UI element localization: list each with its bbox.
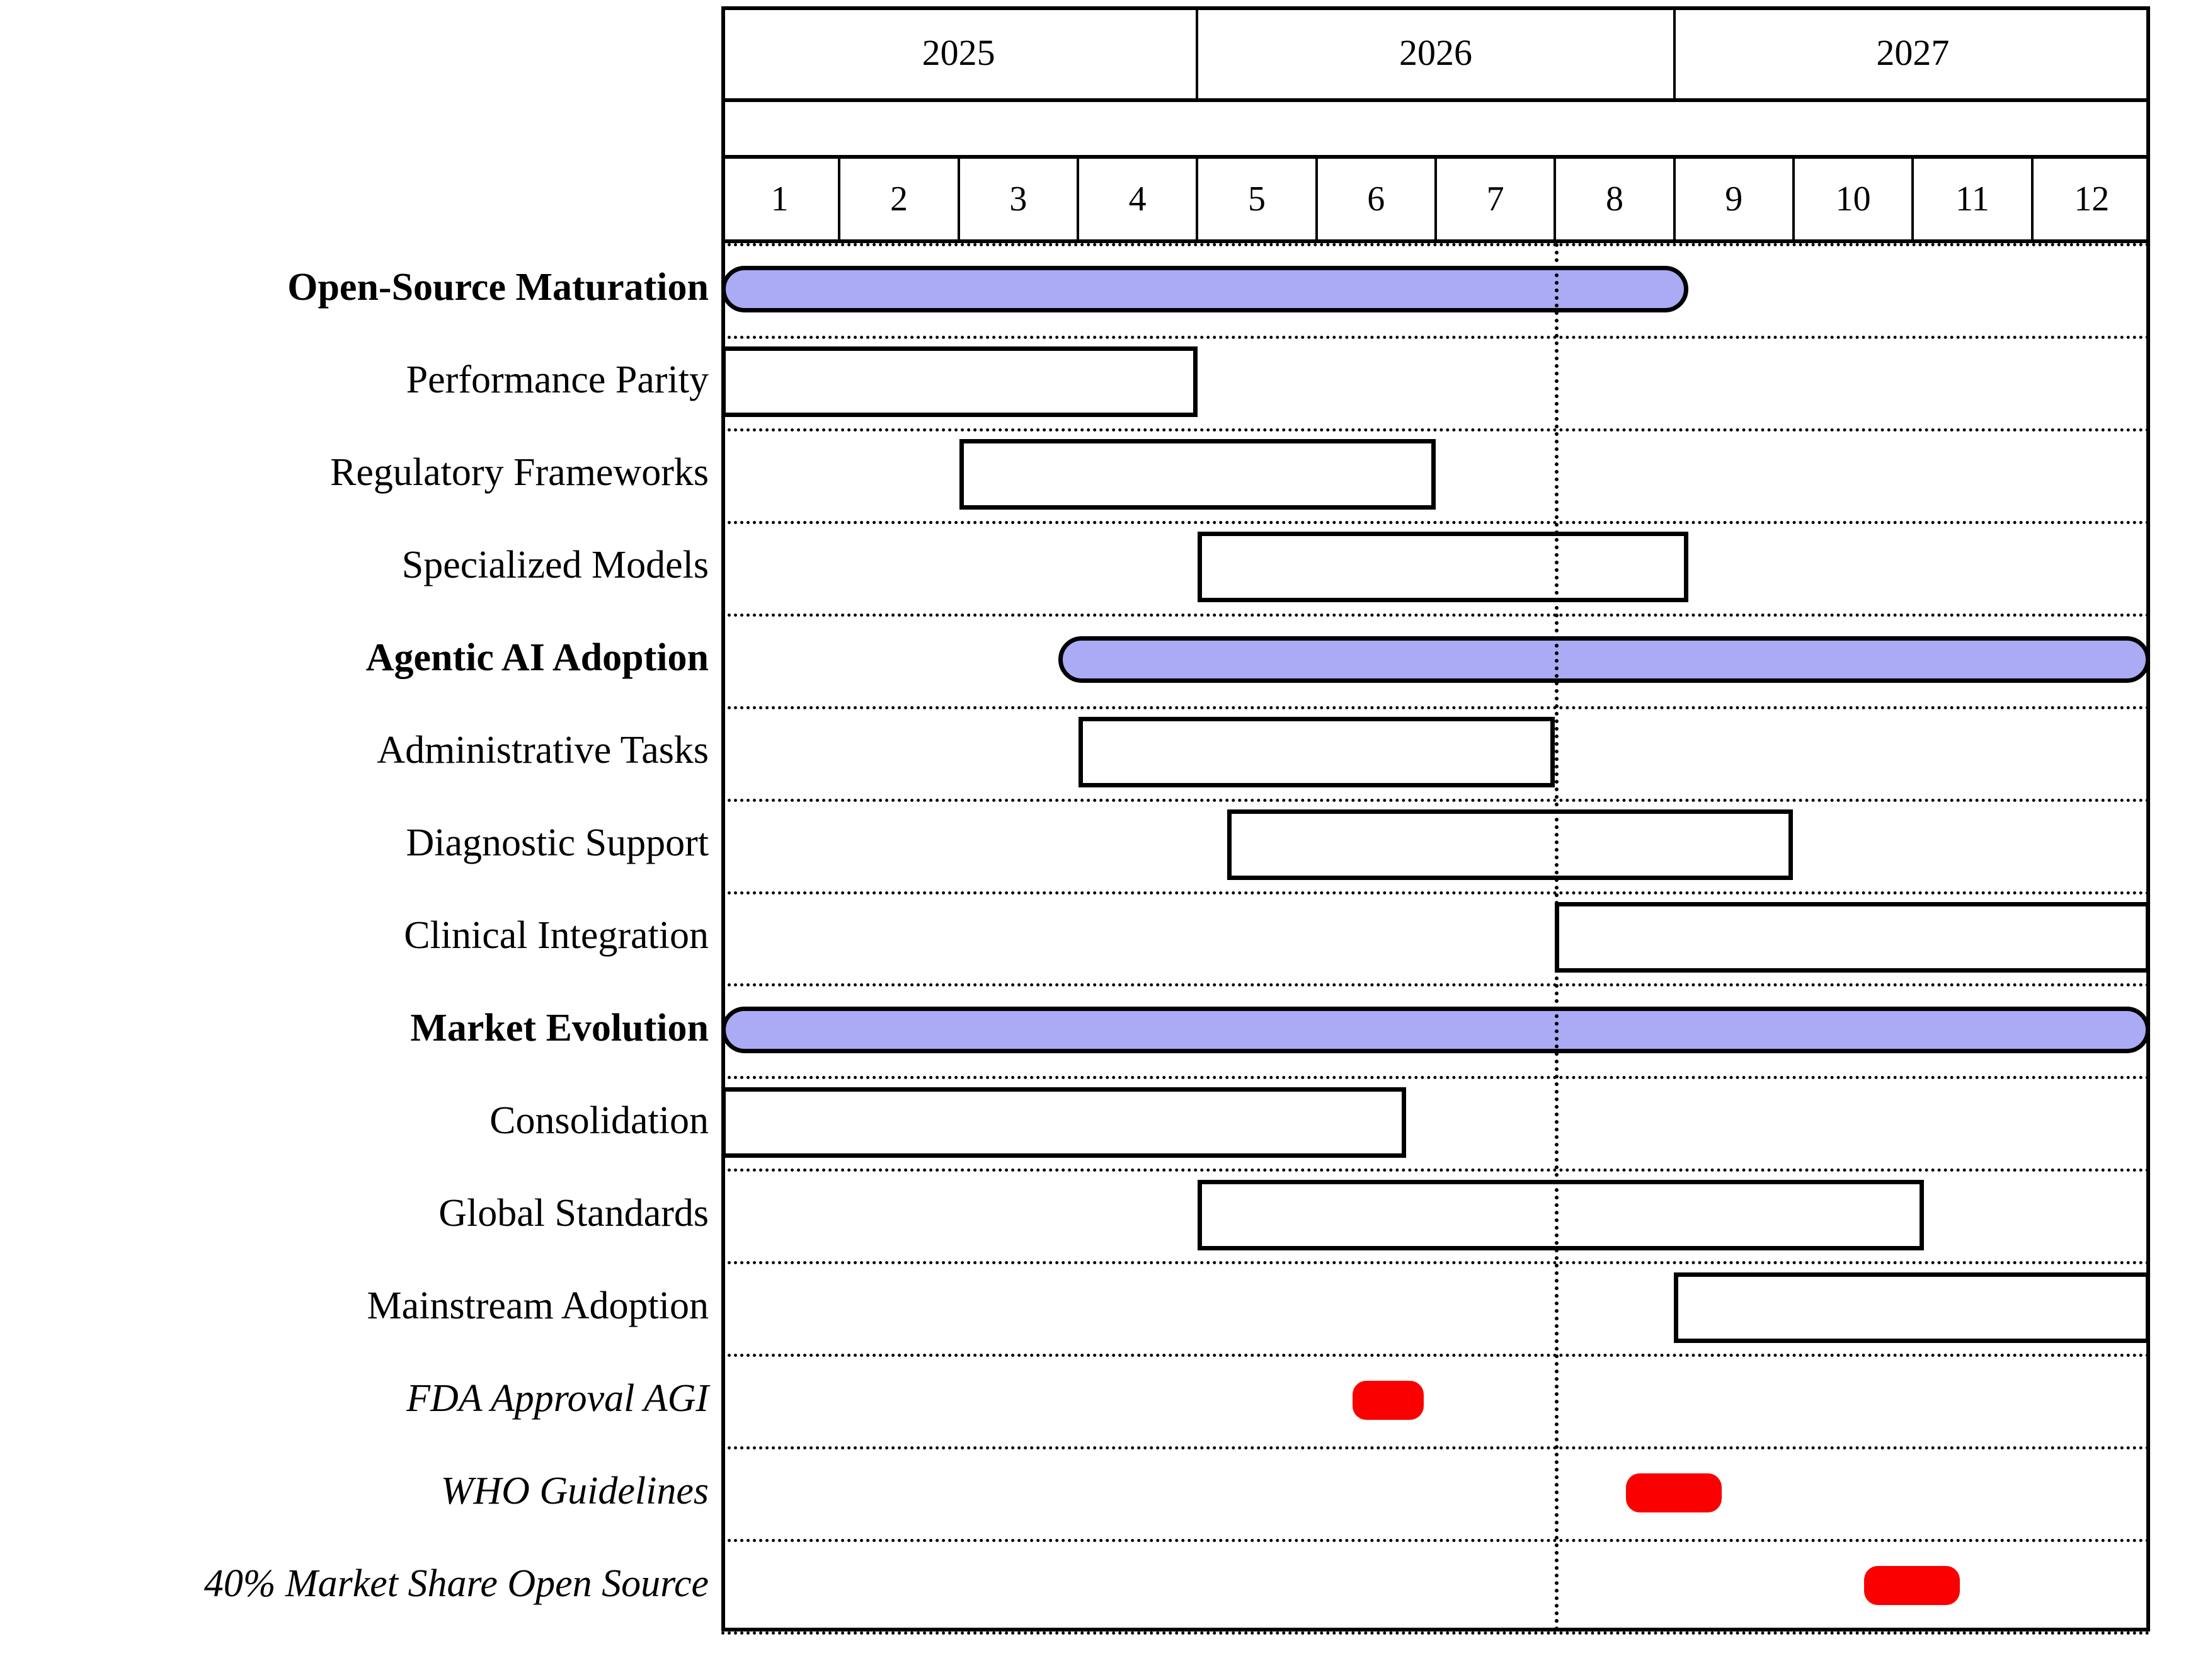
task-label-mainstream-adoption[interactable]: Mainstream Adoption xyxy=(367,1284,709,1327)
row-separator xyxy=(721,1261,2150,1265)
row-separator xyxy=(721,1446,2150,1450)
period-cell-12: 12 xyxy=(2074,180,2110,219)
task-label-regulatory-frameworks[interactable]: Regulatory Frameworks xyxy=(330,451,709,494)
task-label-agentic-ai-adoption[interactable]: Agentic AI Adoption xyxy=(365,636,709,680)
task-label-consolidation[interactable]: Consolidation xyxy=(489,1099,709,1142)
gantt-bar-regulatory-frameworks[interactable] xyxy=(959,439,1436,510)
gantt-bar-diagnostic-support[interactable] xyxy=(1227,809,1793,881)
year-cell-2025: 2025 xyxy=(721,6,1199,98)
row-separator xyxy=(721,1076,2150,1080)
row-separator xyxy=(721,706,2150,709)
gantt-bar-who-guidelines[interactable] xyxy=(1626,1473,1722,1512)
gantt-bar-global-standards[interactable] xyxy=(1198,1179,1924,1250)
task-label-market-evolution[interactable]: Market Evolution xyxy=(410,1006,709,1049)
row-separator xyxy=(721,798,2150,802)
task-label-clinical-integration[interactable]: Clinical Integration xyxy=(404,914,709,957)
row-separator xyxy=(721,613,2150,617)
row-separator xyxy=(721,243,2150,246)
period-cell-8: 8 xyxy=(1556,159,1676,239)
task-label-performance-parity[interactable]: Performance Parity xyxy=(406,358,709,402)
task-label-fda-approval-agi[interactable]: FDA Approval AGI xyxy=(406,1376,709,1420)
gantt-bar-open-source-maturation[interactable] xyxy=(721,266,1688,313)
gantt-bar-mainstream-adoption[interactable] xyxy=(1674,1272,2150,1343)
task-label-diagnostic-support[interactable]: Diagnostic Support xyxy=(406,821,709,865)
row-separator xyxy=(721,335,2150,339)
row-separator xyxy=(721,1354,2150,1357)
task-label-global-standards[interactable]: Global Standards xyxy=(438,1191,709,1235)
period-cell-9: 9 xyxy=(1676,159,1795,239)
gantt-bar-agentic-ai-adoption[interactable] xyxy=(1058,636,2150,683)
period-cell-3: 3 xyxy=(960,159,1079,239)
gantt-bar-administrative-tasks[interactable] xyxy=(1079,717,1555,788)
year-cell-2026: 2026 xyxy=(1198,6,1676,98)
row-separator xyxy=(721,983,2150,987)
period-cell-2: 2 xyxy=(840,159,960,239)
period-cell-4: 4 xyxy=(1079,159,1199,239)
timeline-spacer-row xyxy=(721,102,2150,159)
task-label-open-source-maturation[interactable]: Open-Source Maturation xyxy=(287,266,709,309)
gantt-bar-specialized-models[interactable] xyxy=(1198,532,1688,603)
gantt-bar-consolidation[interactable] xyxy=(721,1087,1406,1158)
period-cell-1: 1 xyxy=(721,159,841,239)
year-cell-2027: 2027 xyxy=(1876,31,1950,73)
gantt-bar-market-evolution[interactable] xyxy=(721,1006,2150,1053)
task-label-administrative-tasks[interactable]: Administrative Tasks xyxy=(377,729,709,772)
today-marker-line xyxy=(1555,243,1559,1631)
period-cell-10: 10 xyxy=(1795,159,1914,239)
row-separator xyxy=(721,1169,2150,1172)
gantt-bar-performance-parity[interactable] xyxy=(721,346,1198,418)
gantt-bar-40-market-share-open-source[interactable] xyxy=(1864,1565,1960,1605)
period-cell-7: 7 xyxy=(1437,159,1557,239)
chart-frame xyxy=(721,6,2150,1631)
task-label-who-guidelines[interactable]: WHO Guidelines xyxy=(440,1469,709,1512)
gantt-bar-fda-approval-agi[interactable] xyxy=(1352,1380,1424,1420)
period-cell-5: 5 xyxy=(1198,159,1318,239)
row-separator xyxy=(721,428,2150,431)
gantt-bar-clinical-integration[interactable] xyxy=(1555,902,2150,973)
task-label-specialized-models[interactable]: Specialized Models xyxy=(401,544,709,587)
row-separator xyxy=(721,1539,2150,1543)
row-separator xyxy=(721,1631,2150,1635)
period-cell-6: 6 xyxy=(1318,159,1437,239)
period-cell-11: 11 xyxy=(1914,159,2034,239)
task-label-40-market-share-open-source[interactable]: 40% Market Share Open Source xyxy=(203,1562,709,1605)
row-separator xyxy=(721,520,2150,524)
chart-body xyxy=(721,243,2150,1635)
row-separator xyxy=(721,891,2150,894)
